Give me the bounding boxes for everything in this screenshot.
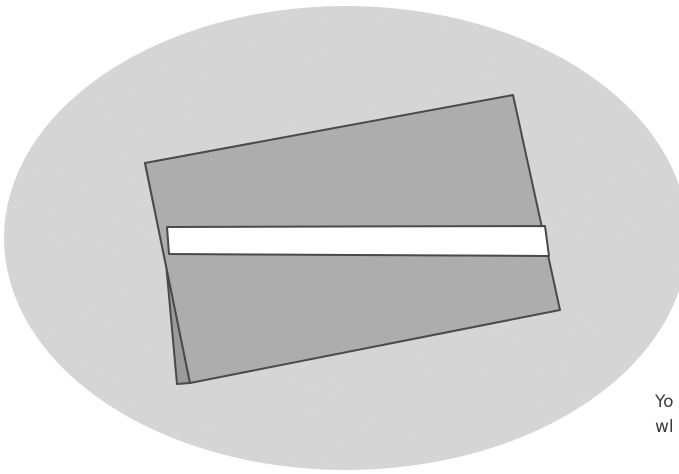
caption-line-2: wl	[655, 417, 674, 437]
caption-line-1: Yo	[655, 392, 674, 412]
white-slot	[167, 226, 549, 256]
